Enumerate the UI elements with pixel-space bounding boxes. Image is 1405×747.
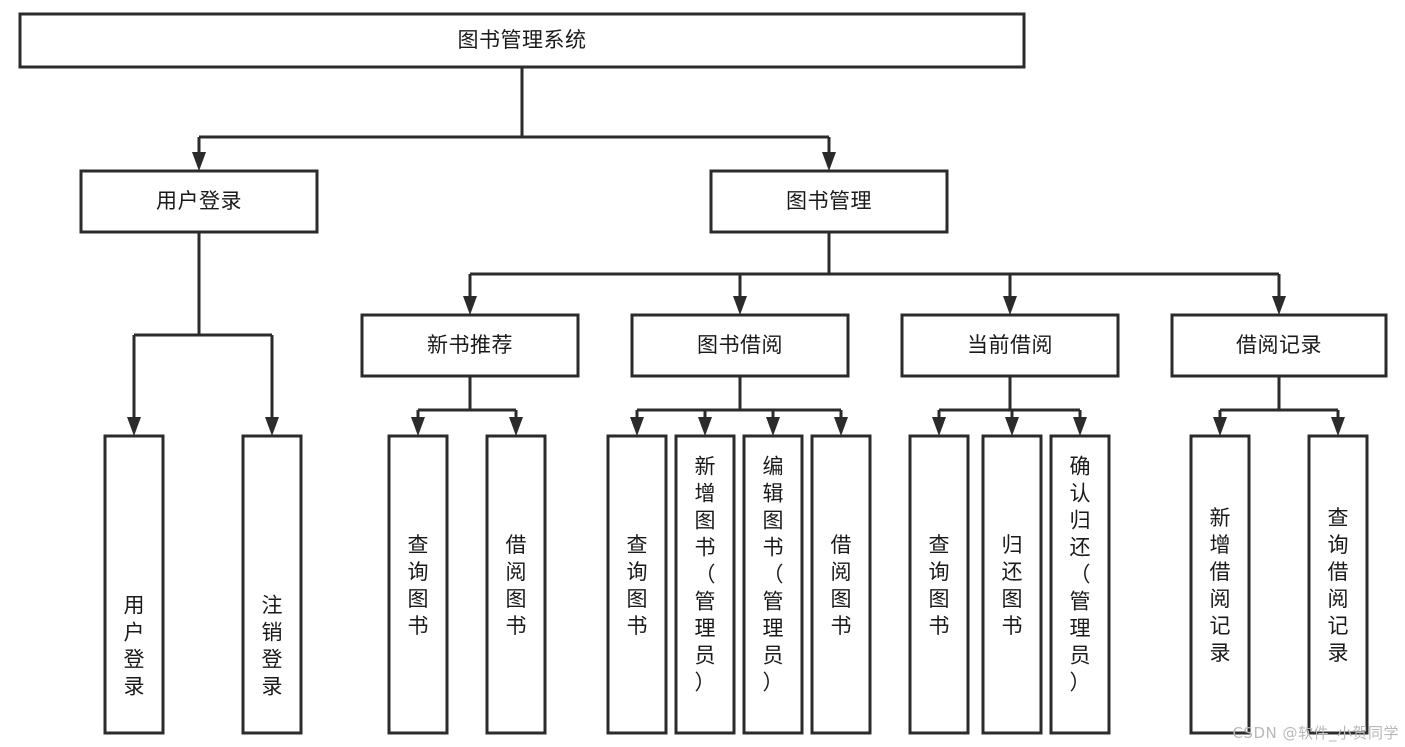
- arrow-head-icon: [698, 417, 712, 436]
- node-box[interactable]: [1170, 313, 1388, 378]
- node-label: 查询图书: [929, 534, 950, 638]
- node-box[interactable]: [18, 12, 1026, 69]
- node-box[interactable]: [1049, 434, 1111, 735]
- connector-layer: [127, 67, 1345, 436]
- arrow-head-icon: [509, 417, 523, 436]
- node-box[interactable]: [606, 434, 668, 735]
- node-new-book-rec[interactable]: 新书推荐: [360, 313, 580, 378]
- node-leaf-borrow-book-2[interactable]: 借阅图书: [810, 434, 872, 735]
- arrow-head-icon: [834, 417, 848, 436]
- node-label: 编辑图书（管理员）: [763, 456, 784, 695]
- node-box[interactable]: [900, 313, 1120, 378]
- node-label: 查询图书: [627, 534, 648, 638]
- node-label: 查询图书: [408, 534, 429, 638]
- node-box[interactable]: [485, 434, 547, 735]
- node-layer: 图书管理系统用户登录图书管理新书推荐图书借阅当前借阅借阅记录用户登录注销登录查询…: [18, 12, 1388, 735]
- arrow-head-icon: [766, 417, 780, 436]
- node-label: 图书管理: [786, 190, 872, 213]
- node-label: 当前借阅: [967, 334, 1053, 357]
- node-leaf-return-book[interactable]: 归还图书: [981, 434, 1043, 735]
- arrow-head-icon: [1073, 417, 1087, 436]
- arrow-head-icon: [733, 296, 747, 315]
- connector-group-new-book-rec: [411, 376, 523, 436]
- node-label: 归还图书: [1002, 534, 1023, 638]
- connector-group-root: [192, 67, 836, 171]
- node-box[interactable]: [387, 434, 449, 735]
- arrow-head-icon: [1005, 417, 1019, 436]
- node-box[interactable]: [908, 434, 970, 735]
- node-box[interactable]: [79, 169, 319, 234]
- node-label: 借阅图书: [506, 534, 527, 638]
- node-borrow-record[interactable]: 借阅记录: [1170, 313, 1388, 378]
- arrow-head-icon: [1331, 417, 1345, 436]
- node-leaf-query-book-2[interactable]: 查询图书: [606, 434, 668, 735]
- connector-group-user-login: [127, 232, 279, 436]
- node-leaf-add-book[interactable]: 新增图书（管理员）: [674, 434, 736, 735]
- node-leaf-query-book-3[interactable]: 查询图书: [908, 434, 970, 735]
- node-label: 图书借阅: [697, 334, 783, 357]
- arrow-head-icon: [1272, 296, 1286, 315]
- node-label: 新书推荐: [427, 334, 513, 357]
- node-box[interactable]: [709, 169, 949, 234]
- connector-group-borrow-record: [1213, 376, 1345, 436]
- node-label: 借阅记录: [1236, 334, 1322, 357]
- arrow-head-icon: [411, 417, 425, 436]
- node-label: 新增图书（管理员）: [695, 456, 716, 695]
- connector-group-book-borrow: [630, 376, 848, 436]
- node-leaf-add-record[interactable]: 新增借阅记录: [1189, 434, 1251, 735]
- node-box[interactable]: [103, 434, 165, 735]
- node-leaf-logout[interactable]: 注销登录: [241, 434, 303, 735]
- arrow-head-icon: [1213, 417, 1227, 436]
- node-label: 查询借阅记录: [1328, 507, 1349, 665]
- node-leaf-query-book-1[interactable]: 查询图书: [387, 434, 449, 735]
- node-box[interactable]: [1307, 434, 1369, 735]
- node-leaf-user-login[interactable]: 用户登录: [103, 434, 165, 735]
- node-leaf-query-record[interactable]: 查询借阅记录: [1307, 434, 1369, 735]
- node-label: 用户登录: [156, 190, 242, 213]
- node-box[interactable]: [742, 434, 804, 735]
- node-user-login[interactable]: 用户登录: [79, 169, 319, 234]
- node-label: 注销登录: [262, 595, 283, 699]
- node-book-borrow[interactable]: 图书借阅: [630, 313, 850, 378]
- node-root[interactable]: 图书管理系统: [18, 12, 1026, 69]
- node-leaf-borrow-book-1[interactable]: 借阅图书: [485, 434, 547, 735]
- node-book-manage[interactable]: 图书管理: [709, 169, 949, 234]
- node-label: 用户登录: [124, 595, 145, 699]
- arrow-head-icon: [192, 152, 206, 171]
- node-label: 确认归还（管理员）: [1070, 456, 1091, 695]
- node-box[interactable]: [1189, 434, 1251, 735]
- node-label: 图书管理系统: [458, 29, 587, 52]
- node-box[interactable]: [981, 434, 1043, 735]
- arrow-head-icon: [932, 417, 946, 436]
- node-box[interactable]: [810, 434, 872, 735]
- arrow-head-icon: [1003, 296, 1017, 315]
- arrow-head-icon: [265, 417, 279, 436]
- node-box[interactable]: [360, 313, 580, 378]
- arrow-head-icon: [463, 296, 477, 315]
- node-leaf-confirm-return[interactable]: 确认归还（管理员）: [1049, 434, 1111, 735]
- node-box[interactable]: [630, 313, 850, 378]
- connector-group-book-manage: [463, 232, 1286, 315]
- node-box[interactable]: [241, 434, 303, 735]
- arrow-head-icon: [822, 152, 836, 171]
- node-leaf-edit-book[interactable]: 编辑图书（管理员）: [742, 434, 804, 735]
- arrow-head-icon: [127, 417, 141, 436]
- node-current-borrow[interactable]: 当前借阅: [900, 313, 1120, 378]
- node-label: 新增借阅记录: [1210, 507, 1231, 665]
- connector-group-current-borrow: [932, 376, 1087, 436]
- arrow-head-icon: [630, 417, 644, 436]
- node-label: 借阅图书: [831, 534, 852, 638]
- node-box[interactable]: [674, 434, 736, 735]
